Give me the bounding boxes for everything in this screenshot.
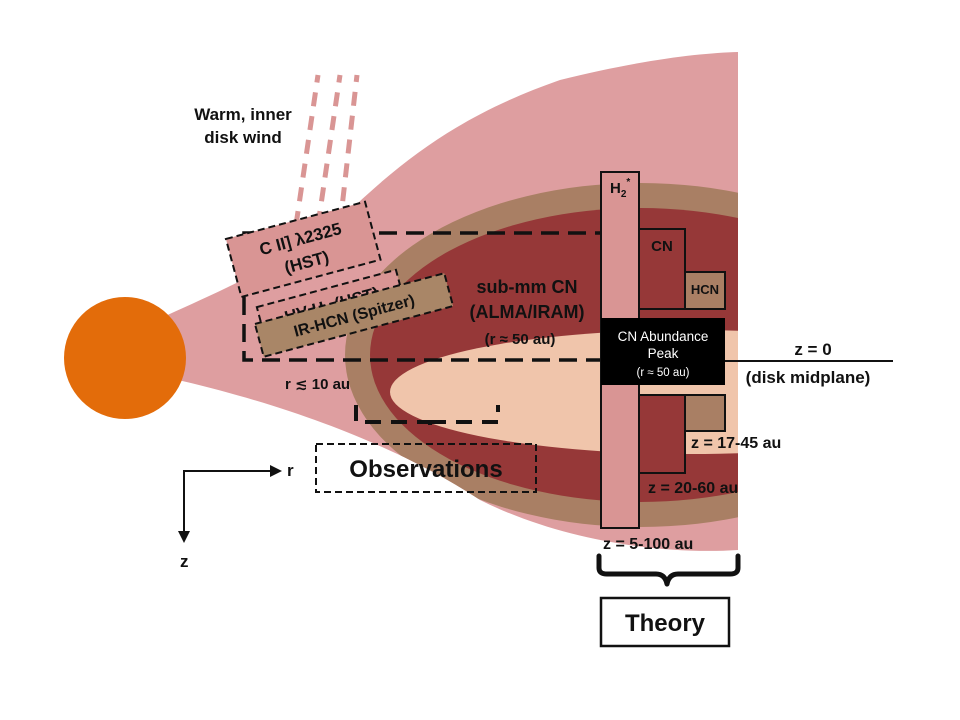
r-axis-arrow bbox=[270, 465, 282, 477]
theory-title-box bbox=[599, 596, 731, 648]
submm-label-line1: sub-mm CN bbox=[476, 277, 577, 297]
midplane-z0: z = 0 bbox=[794, 340, 831, 359]
z-h2-label: z = 5-100 au bbox=[603, 536, 693, 553]
peak-label-line2: Peak bbox=[648, 346, 679, 361]
hcn-box-upper bbox=[684, 271, 726, 310]
theory-brace bbox=[596, 553, 741, 587]
cn-abundance-peak-box bbox=[601, 318, 725, 385]
observations-title: Observations bbox=[349, 456, 502, 483]
inner-radius-label: r ≲ 10 au bbox=[285, 376, 350, 393]
observations-brace bbox=[354, 405, 500, 430]
wind-label-line2: disk wind bbox=[204, 128, 281, 147]
z-axis-label: z bbox=[180, 552, 189, 571]
hcn-label: HCN bbox=[691, 282, 719, 297]
h2-label: H2* bbox=[610, 177, 630, 200]
submm-label-line2: (ALMA/IRAM) bbox=[470, 302, 585, 322]
peak-label-line3: (r ≈ 50 au) bbox=[637, 367, 690, 379]
theory-column: H2* CN HCN CN Abundance Peak (r ≈ 50 au) bbox=[600, 171, 726, 529]
z-axis-arrow bbox=[178, 531, 190, 543]
cn-box-lower bbox=[638, 394, 686, 474]
irhcn-box bbox=[253, 271, 455, 359]
axes: r z bbox=[178, 461, 294, 571]
theory-title: Theory bbox=[625, 610, 706, 637]
submm-label-line3: (r ≈ 50 au) bbox=[485, 331, 556, 348]
star bbox=[64, 297, 186, 419]
hcn-box-lower bbox=[684, 394, 726, 432]
cn-box-upper bbox=[638, 228, 686, 310]
z-cn-label: z = 20-60 au bbox=[648, 480, 738, 497]
midplane-label: (disk midplane) bbox=[746, 368, 871, 387]
peak-label-line1: CN Abundance bbox=[618, 329, 709, 344]
wind-label-line1: Warm, inner bbox=[194, 105, 292, 124]
cn-label: CN bbox=[651, 238, 673, 255]
c3-box bbox=[224, 200, 382, 299]
z-hcn-label: z = 17-45 au bbox=[691, 435, 781, 452]
observation-boxes: C II] λ2325 (HST) UV-H2 (HST) IR-HCN (Sp… bbox=[224, 200, 455, 359]
r-axis-label: r bbox=[287, 461, 294, 480]
observations-title-box bbox=[315, 443, 537, 493]
disk-wind-lines bbox=[293, 74, 360, 226]
